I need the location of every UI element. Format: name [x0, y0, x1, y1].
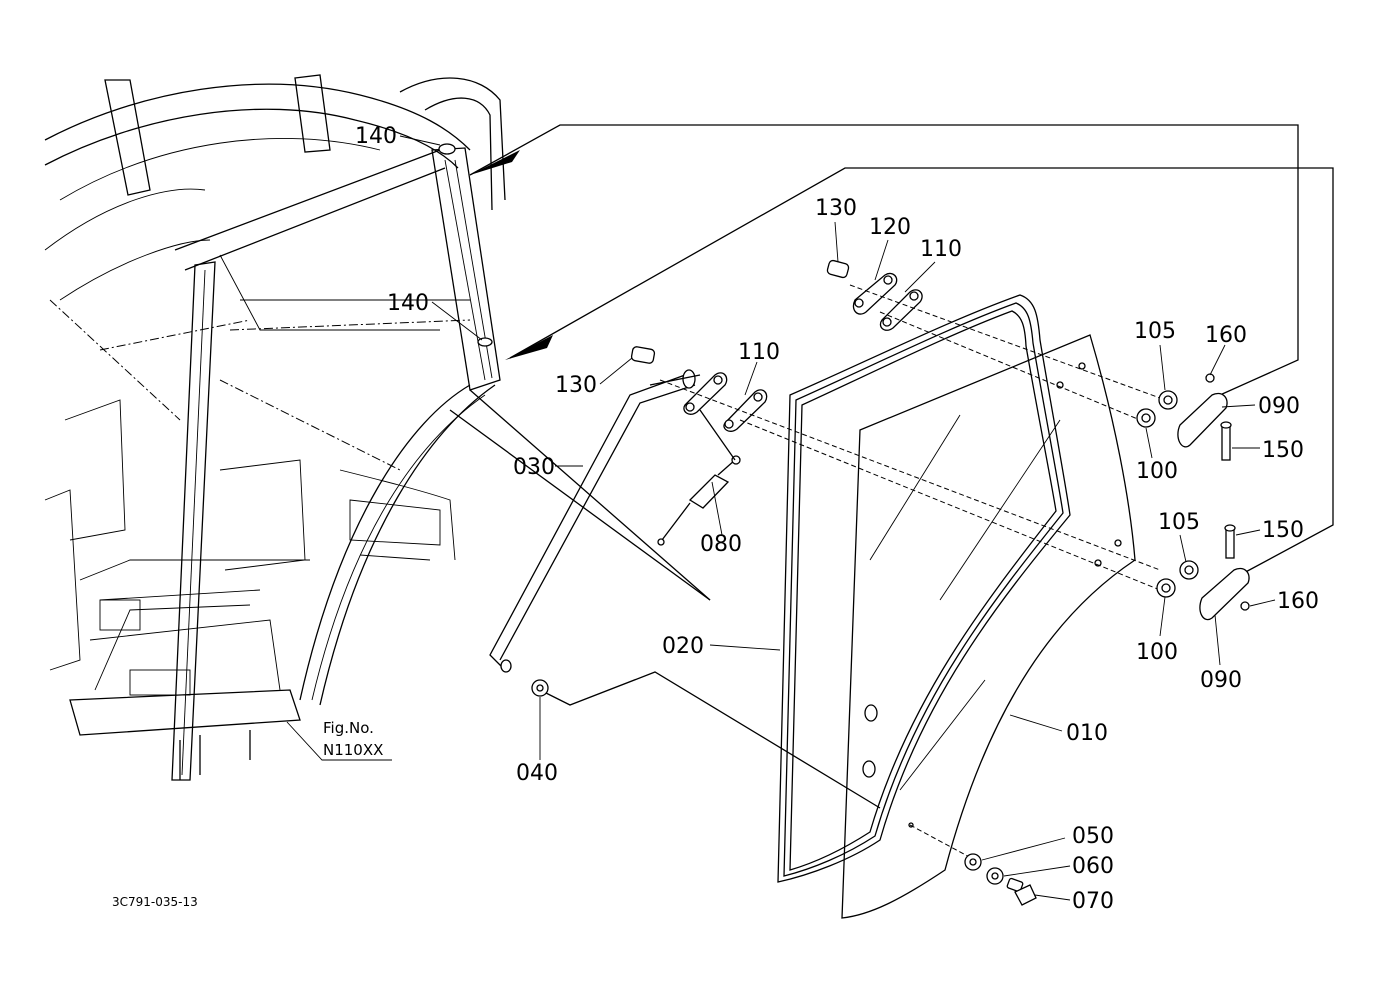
label-030: 030: [513, 455, 555, 480]
label-050: 050: [1072, 824, 1114, 849]
door-glass-010: [841, 334, 1136, 919]
label-090-top: 090: [1258, 394, 1300, 419]
label-120: 120: [869, 215, 911, 240]
assembly-lines: [539, 284, 1161, 861]
callout-labels: 140 140 130 120 110 130 110 030 080 020 …: [355, 124, 1319, 914]
label-010: 010: [1066, 721, 1108, 746]
stay-rod-030: [489, 369, 696, 673]
label-110-top: 110: [920, 237, 962, 262]
label-060: 060: [1072, 854, 1114, 879]
label-105-bot: 105: [1158, 510, 1200, 535]
figure-reference: Fig.No. N110XX 3C791-035-13: [112, 719, 383, 909]
label-140-mid: 140: [387, 291, 429, 316]
fig-label: Fig.No.: [323, 719, 374, 737]
label-100-bot: 100: [1136, 640, 1178, 665]
label-140-top: 140: [355, 124, 397, 149]
label-040: 040: [516, 761, 558, 786]
detail-arrows: [449, 124, 1334, 601]
fig-number: N110XX: [323, 741, 383, 759]
label-160-top: 160: [1205, 323, 1247, 348]
label-100-top: 100: [1136, 459, 1178, 484]
label-130-top: 130: [815, 196, 857, 221]
leader-lines: [286, 135, 1276, 901]
bolt-140-top-mark: [438, 143, 456, 155]
label-150-bot: 150: [1262, 518, 1304, 543]
label-090-bot: 090: [1200, 668, 1242, 693]
drawing-code: 3C791-035-13: [112, 895, 198, 909]
gas-spring-080: [657, 455, 741, 546]
label-150-top: 150: [1262, 438, 1304, 463]
label-110-left: 110: [738, 340, 780, 365]
label-080: 080: [700, 532, 742, 557]
label-160-bot: 160: [1277, 589, 1319, 614]
label-130-left: 130: [555, 373, 597, 398]
door-seal-020: [777, 294, 1071, 883]
bolt-140-mid-mark: [477, 337, 493, 347]
label-070: 070: [1072, 889, 1114, 914]
label-105-top: 105: [1134, 319, 1176, 344]
cab-frame: [44, 74, 506, 781]
bracket-hardware: [1136, 373, 1250, 621]
label-020: 020: [662, 634, 704, 659]
bottom-fasteners: [531, 679, 1037, 906]
